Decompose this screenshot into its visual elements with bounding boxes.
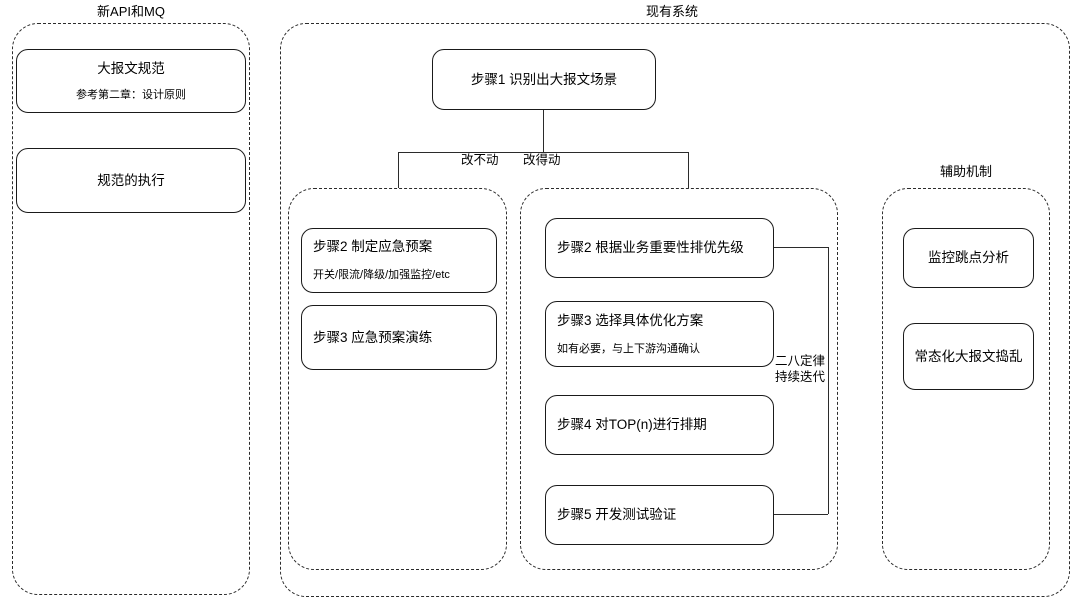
edge-label-feedback-line2: 持续迭代 bbox=[774, 370, 826, 384]
connector-feedback-side bbox=[828, 247, 829, 514]
edge-label-feedback-line1: 二八定律 bbox=[774, 354, 826, 368]
edge-label-feedback: 二八定律 持续迭代 bbox=[775, 353, 825, 385]
connector-feedback-bottom bbox=[774, 514, 828, 515]
node-spec-title: 大报文规范 bbox=[97, 60, 165, 76]
node-step4-schedule[interactable]: 步骤4 对TOP(n)进行排期 bbox=[545, 395, 774, 455]
group-existing-system bbox=[280, 23, 1070, 597]
edge-label-can-change: 改得动 bbox=[523, 153, 561, 167]
group-new-api-mq bbox=[12, 23, 250, 595]
node-step2-plan-title: 步骤2 制定应急预案 bbox=[313, 239, 433, 254]
node-spec[interactable]: 大报文规范 参考第二章：设计原则 bbox=[16, 49, 246, 113]
group-label-support-mechanism: 辅助机制 bbox=[939, 164, 993, 179]
connector-branch-bar bbox=[398, 152, 689, 153]
group-label-existing-system: 现有系统 bbox=[645, 4, 699, 19]
group-can-change bbox=[520, 188, 838, 570]
connector-branch-right bbox=[688, 152, 689, 188]
connector-step1-stem bbox=[543, 110, 544, 152]
node-step2-priority-title: 步骤2 根据业务重要性排优先级 bbox=[557, 240, 744, 255]
node-step2-plan[interactable]: 步骤2 制定应急预案 开关/限流/降级/加强监控/etc bbox=[301, 228, 497, 293]
node-step3-drill-title: 步骤3 应急预案演练 bbox=[313, 329, 433, 345]
connector-branch-left bbox=[398, 152, 399, 188]
node-chaos-bigmsg[interactable]: 常态化大报文捣乱 bbox=[903, 323, 1034, 390]
node-step5-verify[interactable]: 步骤5 开发测试验证 bbox=[545, 485, 774, 545]
node-step1-title: 步骤1 识别出大报文场景 bbox=[470, 71, 618, 87]
node-step3-solution-title: 步骤3 选择具体优化方案 bbox=[557, 312, 704, 328]
node-monitor-jump-title: 监控跳点分析 bbox=[928, 250, 1009, 265]
node-step4-schedule-title: 步骤4 对TOP(n)进行排期 bbox=[557, 417, 707, 432]
node-chaos-bigmsg-title: 常态化大报文捣乱 bbox=[914, 348, 1023, 364]
node-step2-plan-sub: 开关/限流/降级/加强监控/etc bbox=[313, 269, 450, 281]
node-spec-sub: 参考第二章：设计原则 bbox=[76, 88, 186, 101]
node-step3-solution-sub: 如有必要，与上下游沟通确认 bbox=[557, 342, 700, 355]
connector-feedback-top bbox=[774, 247, 828, 248]
edge-label-cannot-change: 改不动 bbox=[461, 153, 499, 167]
node-step1[interactable]: 步骤1 识别出大报文场景 bbox=[432, 49, 656, 110]
node-spec-exec-title: 规范的执行 bbox=[97, 172, 165, 188]
node-spec-exec[interactable]: 规范的执行 bbox=[16, 148, 246, 213]
node-step3-solution[interactable]: 步骤3 选择具体优化方案 如有必要，与上下游沟通确认 bbox=[545, 301, 774, 367]
node-step2-priority[interactable]: 步骤2 根据业务重要性排优先级 bbox=[545, 218, 774, 278]
node-step5-verify-title: 步骤5 开发测试验证 bbox=[557, 507, 677, 522]
node-monitor-jump[interactable]: 监控跳点分析 bbox=[903, 228, 1034, 288]
node-step3-drill[interactable]: 步骤3 应急预案演练 bbox=[301, 305, 497, 370]
group-cannot-change bbox=[288, 188, 507, 570]
group-label-new-api-mq: 新API和MQ bbox=[97, 4, 165, 19]
group-support-mechanism bbox=[882, 188, 1050, 570]
